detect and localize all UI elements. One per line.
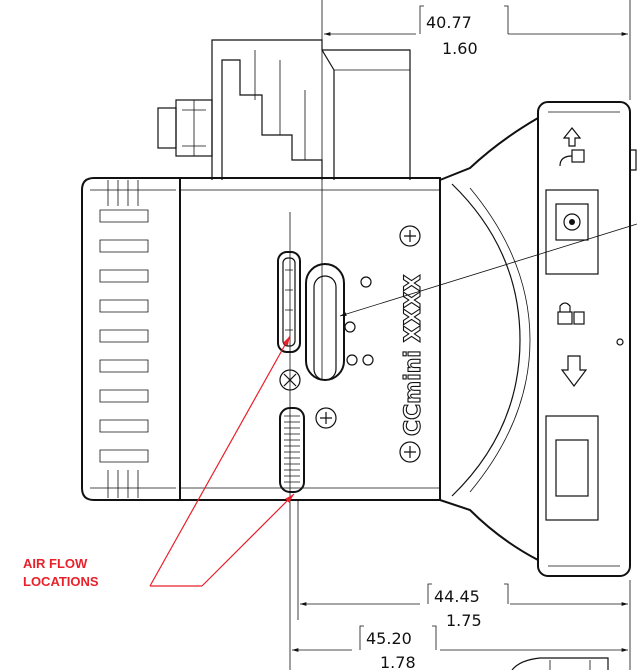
brand-label: CCmini XXXX xyxy=(401,274,426,436)
top-mount xyxy=(157,39,411,180)
callout-line2: LOCATIONS xyxy=(23,574,99,589)
air-vent-upper xyxy=(277,251,301,353)
dimension-lines xyxy=(289,0,637,670)
dim-bottom-inch: 1.78 xyxy=(380,653,416,670)
dim-top-inch: 1.60 xyxy=(442,39,478,58)
dim-mid-inch: 1.75 xyxy=(446,611,482,630)
small-holes xyxy=(344,276,374,366)
unlock-icon xyxy=(559,149,585,167)
dim-top-mm: 40.77 xyxy=(426,13,472,32)
lock-ring xyxy=(537,101,637,577)
dim-bottom-mm: 45.20 xyxy=(366,629,412,648)
heatsink xyxy=(81,177,181,501)
up-arrow-icon xyxy=(562,127,582,147)
dim-mid-mm: 44.45 xyxy=(434,587,480,606)
lens-adapter xyxy=(439,116,539,562)
down-arrow-icon xyxy=(560,355,588,387)
camera-body xyxy=(179,177,441,501)
lock-icon xyxy=(557,302,585,325)
air-vent-lower xyxy=(279,407,305,493)
airflow-callout-leaders xyxy=(149,335,295,587)
screw-icon-2 xyxy=(315,407,337,429)
bottom-partial-view xyxy=(511,657,609,670)
screw-icon-4 xyxy=(399,441,421,463)
callout-line1: AIR FLOW xyxy=(23,556,88,571)
mount-slot xyxy=(305,263,345,381)
screw-icon-3 xyxy=(399,225,421,247)
